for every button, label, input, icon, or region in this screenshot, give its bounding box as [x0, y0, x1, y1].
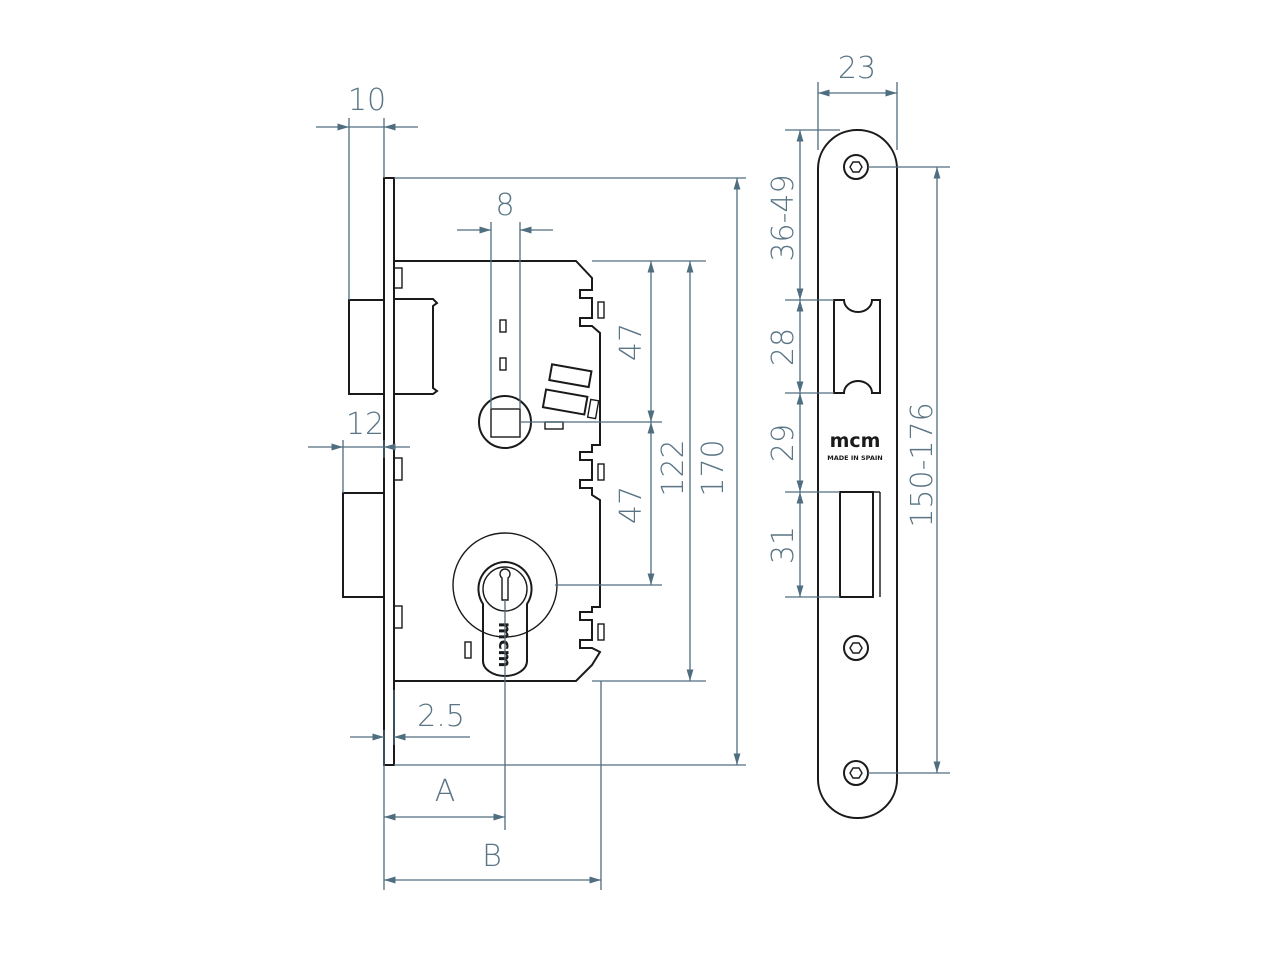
dim-150-176: 150-176 [905, 402, 940, 527]
slot [464, 641, 472, 659]
dim-47-lower: 47 [614, 486, 649, 524]
dim-A: A [435, 774, 456, 809]
lock-dimensions: 10 8 12 2.5 A B 47 47 122 170 [308, 83, 746, 890]
keyhole-icon [499, 568, 511, 601]
case-tab [393, 457, 403, 481]
lever-part [586, 398, 600, 420]
case-tab [597, 301, 605, 319]
deadbolt-opening [839, 491, 874, 598]
dim-122: 122 [656, 439, 691, 496]
cylinder-logo: mcm [494, 622, 514, 668]
faceplate-view: mcm MADE IN SPAIN [817, 129, 898, 819]
dim-B: B [482, 839, 502, 874]
screw-middle [843, 635, 869, 661]
faceplate-outline [817, 129, 898, 819]
dim-36-49: 36-49 [766, 174, 801, 261]
lock-case [394, 260, 602, 682]
slot [544, 421, 564, 430]
slot [499, 319, 507, 333]
latch-opening [833, 299, 881, 394]
lever-part [548, 363, 593, 389]
dim-28: 28 [766, 328, 801, 366]
follower-square [490, 408, 521, 438]
slot [499, 357, 507, 371]
case-tab [393, 605, 403, 629]
dim-12: 12 [346, 407, 384, 442]
dim-31: 31 [766, 526, 801, 564]
dead-bolt [342, 492, 385, 598]
brand-logo: mcm [830, 430, 881, 452]
case-tab [597, 623, 605, 641]
screw-bottom [843, 760, 869, 786]
dim-23: 23 [838, 51, 876, 86]
dim-2-5: 2.5 [417, 699, 465, 734]
case-tab [393, 267, 403, 289]
faceplate-dimensions: 23 36-49 28 29 31 150-176 [766, 51, 950, 774]
dim-170: 170 [696, 439, 731, 496]
lock-body-view: mcm [342, 177, 605, 766]
dim-10: 10 [348, 83, 386, 118]
lever-part [541, 388, 589, 416]
screw-top [843, 154, 869, 180]
lock-faceplate [383, 177, 395, 766]
dim-8: 8 [495, 188, 514, 223]
case-tab [597, 463, 605, 481]
made-in-label: MADE IN SPAIN [827, 454, 882, 462]
dim-47-upper: 47 [614, 323, 649, 361]
dim-29: 29 [766, 424, 801, 462]
latch-inner [394, 298, 439, 395]
latch-bolt [348, 299, 385, 395]
